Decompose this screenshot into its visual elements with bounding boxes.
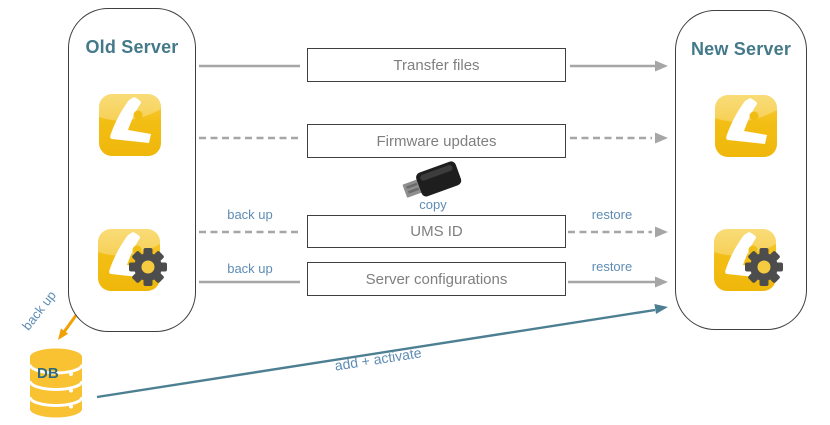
db-label: DB bbox=[37, 365, 59, 382]
backup-ums-label: back up bbox=[227, 207, 273, 222]
ums-server-gear-icon bbox=[98, 229, 167, 291]
step-box-ums-id: UMS ID bbox=[307, 215, 566, 248]
copy-label: copy bbox=[419, 197, 447, 212]
database-icon: DB bbox=[28, 348, 84, 418]
new-server-panel: New Server bbox=[675, 10, 807, 330]
old-server-panel: Old Server bbox=[68, 8, 196, 332]
new-server-title: New Server bbox=[690, 39, 792, 59]
step-box-server-configurations: Server configurations bbox=[307, 262, 566, 296]
backup-config-label: back up bbox=[227, 261, 273, 276]
restore-config-label: restore bbox=[591, 259, 633, 274]
ums-id-right-arrow bbox=[568, 226, 668, 238]
old-server-title: Old Server bbox=[85, 37, 179, 57]
transfer-files-right-arrow bbox=[570, 60, 668, 72]
restore-ums-label: restore bbox=[591, 207, 633, 222]
usb-stick-icon bbox=[402, 161, 462, 198]
step-box-transfer-files: Transfer files bbox=[307, 48, 566, 82]
ums-server-gear-icon bbox=[714, 229, 783, 291]
step-box-firmware-updates: Firmware updates bbox=[307, 124, 566, 158]
config-right-arrow bbox=[568, 276, 668, 288]
firmware-right-arrow bbox=[570, 132, 668, 144]
ums-console-icon bbox=[99, 94, 161, 156]
ums-console-icon bbox=[715, 95, 777, 157]
add-activate-arrow bbox=[96, 304, 668, 399]
